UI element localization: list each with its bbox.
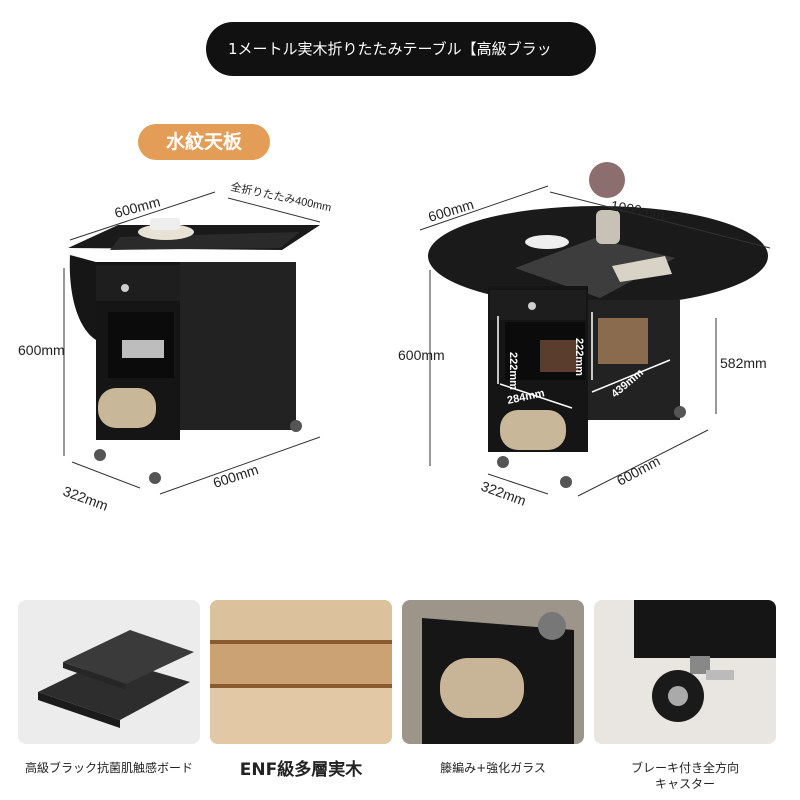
caster-photo [594,600,776,744]
open-table [428,162,768,488]
inner-height-2: 222mm [573,338,585,376]
board-photo [18,600,200,744]
feature-wood-caption: ENF級多層実木 [239,760,363,780]
feature-rattan-caption: 籐編み+強化ガラス [440,761,546,775]
inner-height-1: 222mm [507,352,519,390]
rattan-photo [402,600,584,744]
feature-caster-caption-line1: ブレーキ付き全方向 [630,761,739,775]
open-height-right: 582mm [720,355,767,371]
feature-caster-caption-line2: キャスター [654,777,715,791]
dimension-illustration: 600mm 全折りたたみ400mm 600mm 322mm 600mm 600m… [18,162,771,514]
feature-tag-text: 水紋天板 [165,131,242,153]
title-text: 1メートル実木折りたたみテーブル【高級ブラッ [228,40,552,58]
feature-rattan: 籐編み+強化ガラス [402,600,584,795]
wood-photo [210,600,392,744]
open-height-left: 600mm [398,347,445,363]
feature-gallery: 高級ブラック抗菌肌触感ボード ENF級多層実木 籐編み+強化ガラス [18,600,788,795]
folded-width-bottom: 600mm [211,461,260,491]
folded-height: 600mm [18,342,65,358]
open-width-bottom: 600mm [614,453,663,489]
feature-wood: ENF級多層実木 [210,600,392,795]
open-depth-top: 600mm [426,196,475,225]
folded-depth: 322mm [61,483,110,514]
feature-caster: ブレーキ付き全方向 キャスター [594,600,776,795]
open-depth-bottom: 322mm [479,478,528,509]
folded-note: 全折りたたみ400mm [229,179,332,214]
feature-caster-caption: ブレーキ付き全方向 キャスター [594,760,776,792]
folded-table [68,218,320,484]
feature-tag: 水紋天板 [138,124,270,160]
folded-width-top: 600mm [113,193,162,221]
title-banner: 1メートル実木折りたたみテーブル【高級ブラッ [206,22,596,76]
feature-board-caption: 高級ブラック抗菌肌触感ボード [24,761,193,775]
feature-board: 高級ブラック抗菌肌触感ボード [18,600,200,795]
